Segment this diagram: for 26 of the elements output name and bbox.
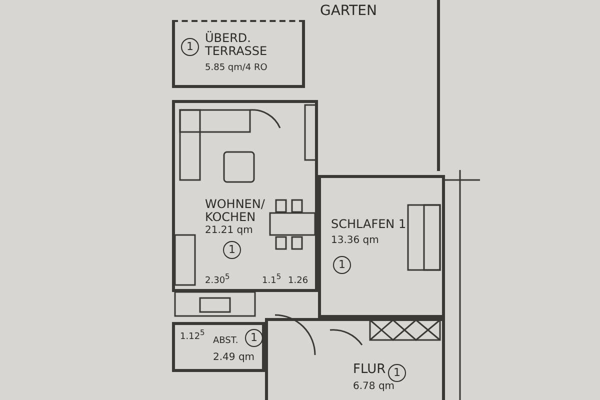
room-number-circle: 1	[223, 241, 241, 259]
garden-area	[320, 0, 440, 171]
room-number-circle: 1	[181, 38, 199, 56]
room-area: 6.78 qm	[353, 381, 395, 392]
room	[265, 318, 445, 400]
room-name: FLUR	[353, 363, 386, 378]
room-area: 13.36 qm	[331, 235, 379, 246]
room-area: ÜBERD. TERRASSE	[205, 32, 275, 58]
room-area: 21.21 qm	[205, 225, 253, 236]
room	[318, 175, 445, 318]
room-number-circle: 1	[245, 329, 263, 347]
room-name: WOHNEN/ KOCHEN	[205, 198, 266, 224]
room	[172, 20, 305, 88]
room-name: SCHLAFEN 1	[331, 218, 406, 232]
dimension-label: 2.30$^{5}$	[205, 272, 230, 286]
room-number-circle: 1	[388, 364, 406, 382]
dimension-label: 1.1$^{5}$	[262, 272, 282, 286]
dimension-label: 1.12$^{5}$	[180, 328, 205, 342]
dimension-label: 1.26	[288, 276, 308, 286]
room-area: 5.85 qm/4 RO	[205, 64, 268, 74]
room	[172, 100, 318, 292]
room	[172, 322, 265, 372]
room-area: 2.49 qm	[213, 352, 255, 363]
room-name: ABST.	[213, 337, 238, 347]
room-name: GARTEN	[320, 4, 378, 20]
room-number-circle: 1	[333, 256, 351, 274]
